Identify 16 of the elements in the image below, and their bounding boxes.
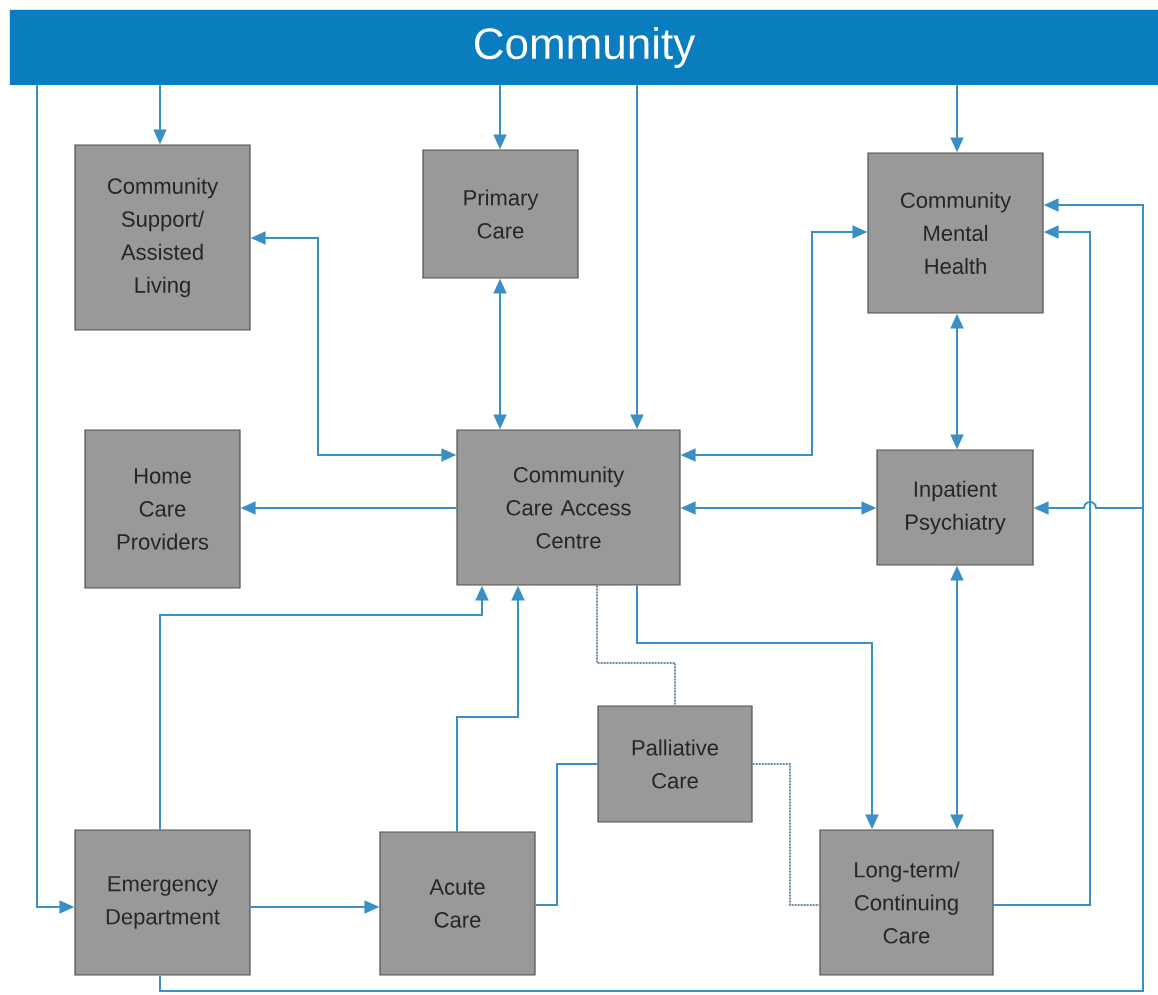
connector-line — [596, 584, 676, 707]
service-box: Long-term/ Continuing Care — [819, 829, 994, 976]
service-box: Palliative Care — [597, 705, 753, 823]
service-box: Community Care Access Centre — [456, 429, 681, 586]
connector-line — [751, 763, 821, 906]
service-box: Emergency Department — [74, 829, 251, 976]
service-box: Community Mental Health — [867, 152, 1044, 314]
connector-line — [159, 507, 1144, 992]
service-box: Community Support/ Assisted Living — [74, 144, 251, 331]
connector-line — [534, 763, 599, 906]
service-box: Primary Care — [422, 149, 579, 279]
service-box: Inpatient Psychiatry — [876, 449, 1034, 566]
arrow — [992, 225, 1091, 906]
banner: Community — [9, 9, 1158, 86]
service-box: Acute Care — [379, 831, 536, 976]
service-box: Home Care Providers — [84, 429, 241, 589]
